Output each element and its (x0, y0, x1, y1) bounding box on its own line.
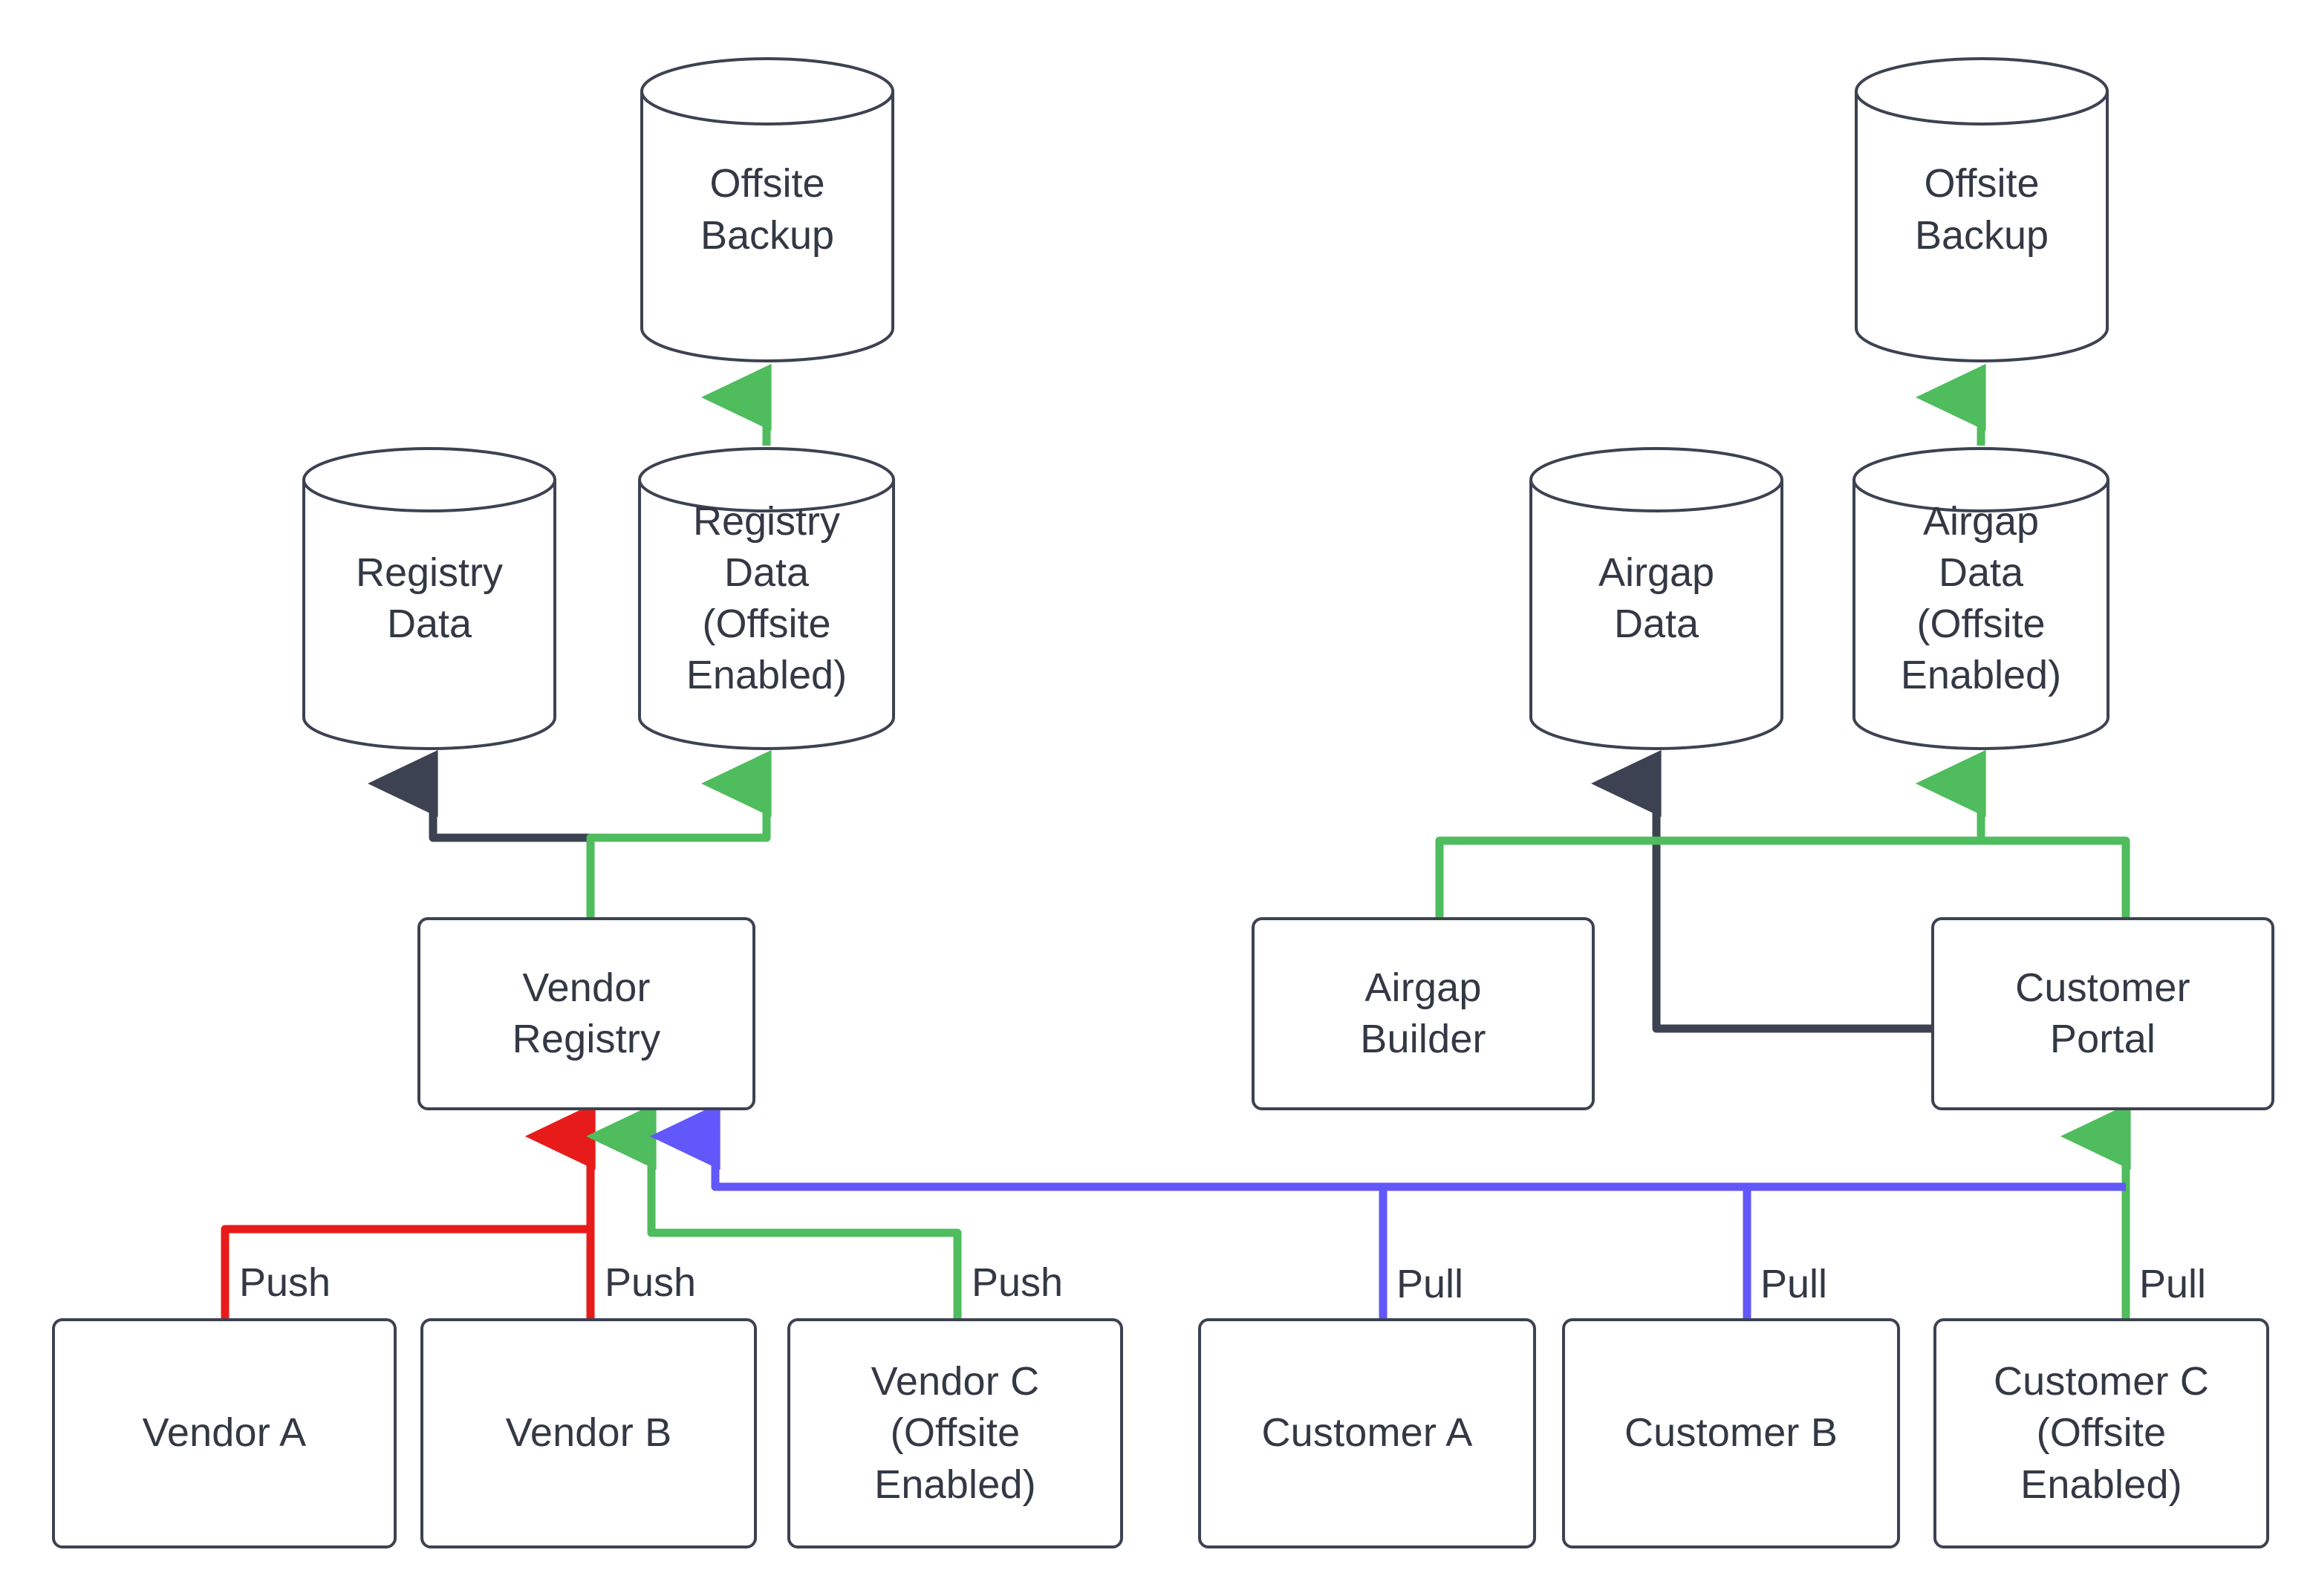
edge-label-customer-b-pull: Pull (1756, 1262, 1832, 1307)
cylinder-shape (302, 447, 556, 750)
edge-label-customer-c-pull: Pull (2135, 1262, 2211, 1307)
node-customer-a[interactable]: Customer A (1198, 1318, 1536, 1548)
cylinder-shape (1852, 447, 2109, 750)
node-label: Vendor A (142, 1410, 307, 1456)
node-label: Vendor B (505, 1410, 672, 1456)
node-customer-b[interactable]: Customer B (1562, 1318, 1900, 1548)
cylinder-shape (1855, 57, 2109, 362)
edge-vendorc-to-vendorregistry (586, 1102, 962, 1318)
cylinder-shape (638, 447, 895, 750)
edge-customerb-to-vendorregistry (650, 1102, 1751, 1318)
node-label: Customer A (1261, 1410, 1473, 1456)
cylinder-shape (640, 57, 894, 362)
edge-label-vendor-b-push: Push (600, 1260, 701, 1306)
edge-airgapbuilder-to-airgapdataoffsite (1435, 749, 1986, 917)
node-label: Customer B (1624, 1410, 1838, 1456)
cylinder-shape (1529, 447, 1783, 750)
edge-label-customer-a-pull: Pull (1392, 1262, 1468, 1307)
edge-customerportal-to-airgapdata (1591, 749, 1931, 1033)
node-vendor-a[interactable]: Vendor A (52, 1318, 397, 1548)
edge-label-vendor-c-push: Push (967, 1260, 1068, 1306)
edge-label-vendor-a-push: Push (235, 1260, 336, 1306)
edge-vendorregistry-to-registrydata (368, 749, 595, 917)
node-vendor-b[interactable]: Vendor B (420, 1318, 757, 1548)
edge-vendorregistry-to-registrydataoffsite (586, 749, 772, 917)
edge-customerportal-to-airgapdataoffsite (1916, 749, 2130, 917)
